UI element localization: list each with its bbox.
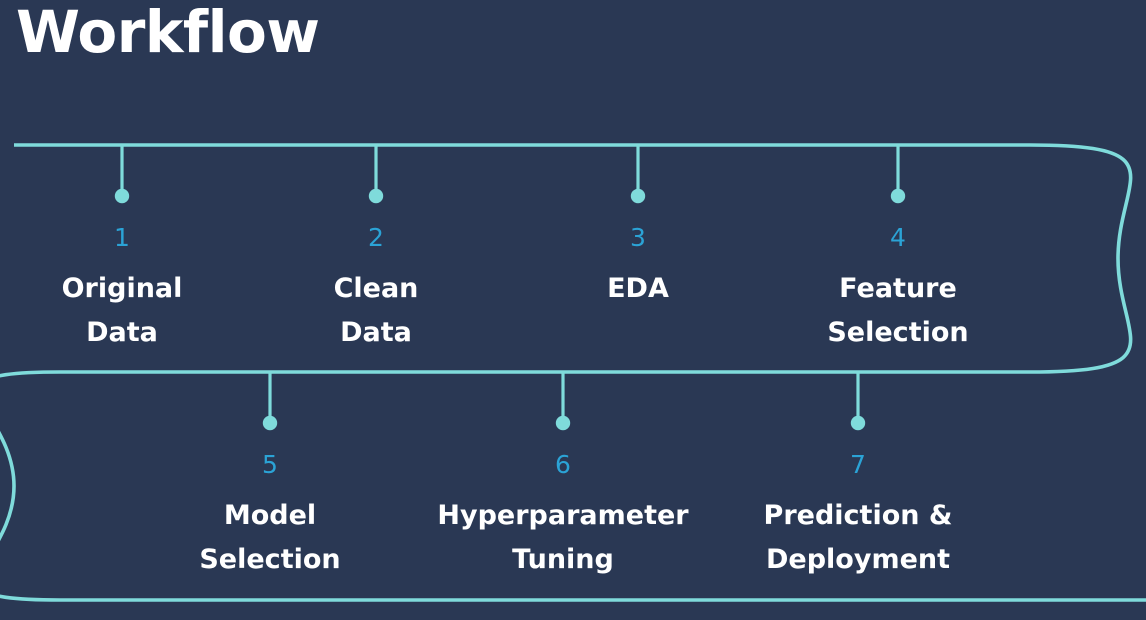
- step-label-line: Model: [223, 500, 317, 531]
- step-dot-4[interactable]: [890, 188, 906, 204]
- step-number-2: 2: [368, 223, 384, 252]
- step-number-5: 5: [262, 450, 278, 479]
- step-dot-5[interactable]: [262, 415, 278, 431]
- step-label-line: Feature: [839, 273, 957, 304]
- step-label-3: EDA: [508, 267, 768, 311]
- step-label-line: Tuning: [512, 544, 614, 575]
- step-label-line: Clean: [333, 273, 419, 304]
- step-number-4: 4: [890, 223, 906, 252]
- step-label-line: Hyperparameter: [437, 500, 689, 531]
- step-dot-2[interactable]: [368, 188, 384, 204]
- step-label-line: Data: [340, 317, 412, 348]
- step-number-6: 6: [555, 450, 571, 479]
- step-label-line: EDA: [607, 273, 669, 304]
- step-dot-7[interactable]: [850, 415, 866, 431]
- step-label-7: Prediction & Deployment: [728, 494, 988, 582]
- step-label-line: Selection: [199, 544, 341, 575]
- step-label-line: Deployment: [765, 544, 951, 575]
- step-label-line: Prediction &: [763, 500, 953, 531]
- step-dot-6[interactable]: [555, 415, 571, 431]
- step-number-7: 7: [850, 450, 866, 479]
- step-label-line: Original: [61, 273, 183, 304]
- step-dot-1[interactable]: [114, 188, 130, 204]
- step-label-line: Selection: [827, 317, 969, 348]
- page-title: Workflow: [16, 0, 320, 66]
- step-number-3: 3: [630, 223, 646, 252]
- step-label-line: Data: [86, 317, 158, 348]
- step-number-1: 1: [114, 223, 130, 252]
- step-dot-3[interactable]: [630, 188, 646, 204]
